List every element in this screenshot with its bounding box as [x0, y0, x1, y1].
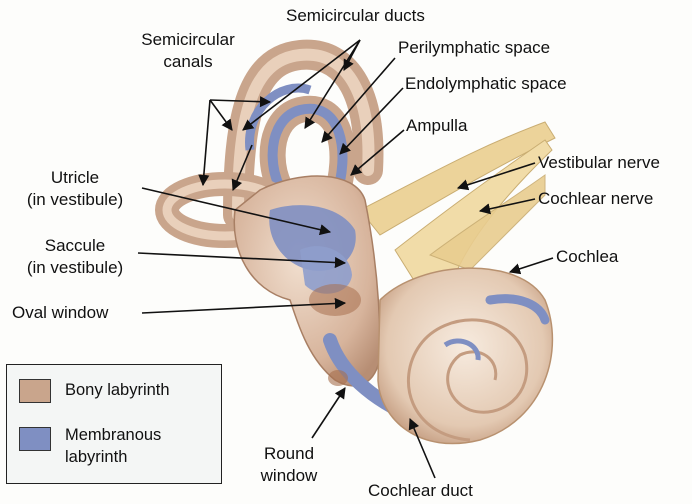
label-oval-window: Oval window — [12, 303, 108, 323]
label-semicircular-canals-line1: Semicircular — [118, 30, 258, 50]
label-saccule-line1: Saccule — [10, 236, 140, 256]
label-round-window-line1: Round — [254, 444, 324, 464]
legend: Bony labyrinth Membranous labyrinth — [6, 364, 222, 484]
arrow-cochlea — [510, 258, 553, 272]
legend-label-bony: Bony labyrinth — [65, 380, 170, 400]
label-saccule-line2: (in vestibule) — [10, 258, 140, 278]
label-ampulla: Ampulla — [406, 116, 467, 136]
legend-swatch-bony — [19, 379, 51, 403]
label-endolymphatic-space: Endolymphatic space — [405, 74, 567, 94]
label-cochlear-nerve: Cochlear nerve — [538, 189, 653, 209]
nerve-bundle — [360, 122, 555, 290]
legend-label-membranous-line2: labyrinth — [65, 447, 127, 467]
label-round-window-line2: window — [254, 466, 324, 486]
label-semicircular-ducts: Semicircular ducts — [286, 6, 425, 26]
label-perilymphatic-space: Perilymphatic space — [398, 38, 550, 58]
label-semicircular-canals-line2: canals — [118, 52, 258, 72]
legend-label-membranous-line1: Membranous — [65, 425, 161, 445]
label-utricle-line1: Utricle — [10, 168, 140, 188]
label-cochlear-duct: Cochlear duct — [368, 481, 473, 501]
cochlea-shape — [378, 268, 552, 443]
label-cochlea: Cochlea — [556, 247, 618, 267]
label-vestibular-nerve: Vestibular nerve — [538, 153, 660, 173]
arrow-canals-2 — [210, 100, 232, 130]
legend-swatch-membranous — [19, 427, 51, 451]
arrow-canals-3 — [203, 100, 210, 185]
label-utricle-line2: (in vestibule) — [10, 190, 140, 210]
arrow-round-window — [312, 388, 345, 438]
